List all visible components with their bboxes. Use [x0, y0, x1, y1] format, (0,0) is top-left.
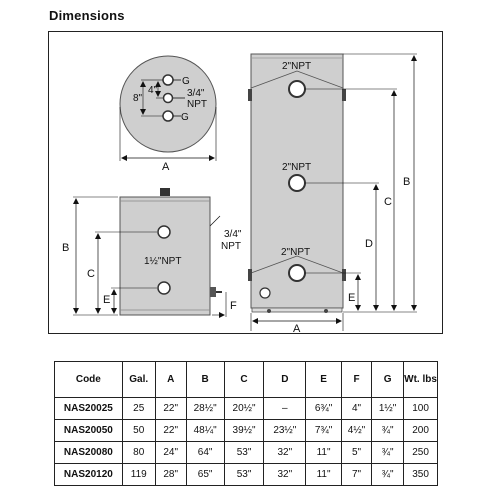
cell-d: 32": [263, 441, 307, 464]
cell-gal: 25: [121, 397, 156, 420]
side-label-dim-e: E: [348, 292, 355, 304]
cell-b: 48¼": [185, 419, 225, 442]
table-row: NAS20120 119 28" 65" 53" 32" 11" 7" ¾" 3…: [54, 463, 438, 486]
cell-a: 22": [154, 419, 187, 442]
cell-g: ¾": [371, 463, 405, 486]
cell-gal: 119: [121, 463, 156, 486]
header-a: A: [154, 361, 187, 398]
cell-g: ¾": [371, 441, 405, 464]
cell-c: 53": [223, 463, 265, 486]
cell-d: 23½": [263, 419, 307, 442]
header-c: C: [223, 361, 265, 398]
side-port-middle: [288, 174, 306, 192]
cell-g: ¾": [371, 419, 405, 442]
table-row: NAS20025 25 22" 28½" 20½" – 6¾" 4" 1½" 1…: [54, 397, 438, 420]
side-label-dim-c: C: [384, 196, 392, 208]
side-port-bottom: [288, 264, 306, 282]
top-label-dim-a: A: [162, 161, 170, 173]
top-label-4in: 4": [148, 85, 158, 96]
header-g: G: [371, 361, 405, 398]
cell-a: 24": [154, 441, 187, 464]
top-fitting-g-lower: [162, 110, 174, 122]
table-row: NAS20080 80 24" 64" 53" 32" 11" 5" ¾" 25…: [54, 441, 438, 464]
cell-code: NAS20050: [54, 419, 123, 442]
cell-code: NAS20080: [54, 441, 123, 464]
cell-b: 28½": [185, 397, 225, 420]
cell-c: 20½": [223, 397, 265, 420]
side-label-conn-top: 2"NPT: [282, 61, 311, 72]
cell-e: 6¾": [305, 397, 342, 420]
top-label-g-upper: G: [182, 76, 190, 87]
top-label-g-lower: G: [181, 112, 189, 123]
front-label-dim-e: E: [103, 294, 110, 306]
side-label-dim-a: A: [293, 323, 301, 335]
front-label-dim-f: F: [230, 300, 237, 312]
cell-e: 7¾": [305, 419, 342, 442]
coil-lower-port: [157, 281, 171, 295]
drawing-canvas: G G 4" 8" 3/4" NPT A B C E F 3/4" NPT: [62, 53, 417, 335]
top-fitting-npt: [162, 92, 174, 104]
cell-g: 1½": [371, 397, 405, 420]
front-label-dim-b: B: [62, 242, 69, 254]
cell-d: –: [263, 397, 307, 420]
cell-c: 53": [223, 441, 265, 464]
front-label-npt-size: 3/4": [224, 229, 242, 240]
table-header-row: Code Gal. A B C D E F G Wt. lbs: [54, 361, 438, 398]
side-label-dim-b: B: [403, 176, 410, 188]
cell-gal: 80: [121, 441, 156, 464]
coil-upper-port: [157, 225, 171, 239]
cell-f: 4": [340, 397, 373, 420]
front-view: B C E F 3/4" NPT 1½"NPT: [62, 188, 242, 318]
side-view: 2"NPT 2"NPT 2"NPT B C D E A: [248, 53, 417, 335]
cell-a: 22": [154, 397, 187, 420]
cell-wt: 200: [403, 419, 438, 442]
side-label-conn-mid: 2"NPT: [282, 162, 311, 173]
header-d: D: [263, 361, 307, 398]
drain-port: [259, 287, 271, 299]
side-label-dim-d: D: [365, 238, 373, 250]
cell-e: 11": [305, 463, 342, 486]
cell-c: 39½": [223, 419, 265, 442]
dimension-drawing: G G 4" 8" 3/4" NPT A B C E F 3/4" NPT: [48, 31, 443, 335]
cell-wt: 250: [403, 441, 438, 464]
cell-d: 32": [263, 463, 307, 486]
cell-code: NAS20025: [54, 397, 123, 420]
top-view: G G 4" 8" 3/4" NPT A: [119, 55, 217, 173]
front-label-coil-conn: 1½"NPT: [144, 256, 181, 267]
top-fitting-g-upper: [162, 74, 174, 86]
header-b: B: [185, 361, 225, 398]
top-label-8in: 8": [133, 93, 143, 104]
header-code: Code: [54, 361, 123, 398]
header-gal: Gal.: [121, 361, 156, 398]
top-label-npt-size: 3/4": [187, 88, 205, 99]
specification-table: Code Gal. A B C D E F G Wt. lbs NAS20025…: [54, 361, 438, 486]
cell-f: 5": [340, 441, 373, 464]
cell-a: 28": [154, 463, 187, 486]
cell-b: 64": [185, 441, 225, 464]
cell-wt: 100: [403, 397, 438, 420]
cell-wt: 350: [403, 463, 438, 486]
front-label-npt: NPT: [221, 241, 241, 252]
front-label-dim-c: C: [87, 268, 95, 280]
top-label-npt: NPT: [187, 99, 207, 110]
table-row: NAS20050 50 22" 48¼" 39½" 23½" 7¾" 4½" ¾…: [54, 419, 438, 442]
cell-f: 4½": [340, 419, 373, 442]
cell-code: NAS20120: [54, 463, 123, 486]
header-f: F: [340, 361, 373, 398]
cell-f: 7": [340, 463, 373, 486]
page-title: Dimensions: [49, 8, 125, 23]
cell-e: 11": [305, 441, 342, 464]
side-label-conn-bottom: 2"NPT: [281, 247, 310, 258]
header-e: E: [305, 361, 342, 398]
cell-b: 65": [185, 463, 225, 486]
cell-gal: 50: [121, 419, 156, 442]
side-port-top: [288, 80, 306, 98]
header-wt: Wt. lbs: [403, 361, 438, 398]
